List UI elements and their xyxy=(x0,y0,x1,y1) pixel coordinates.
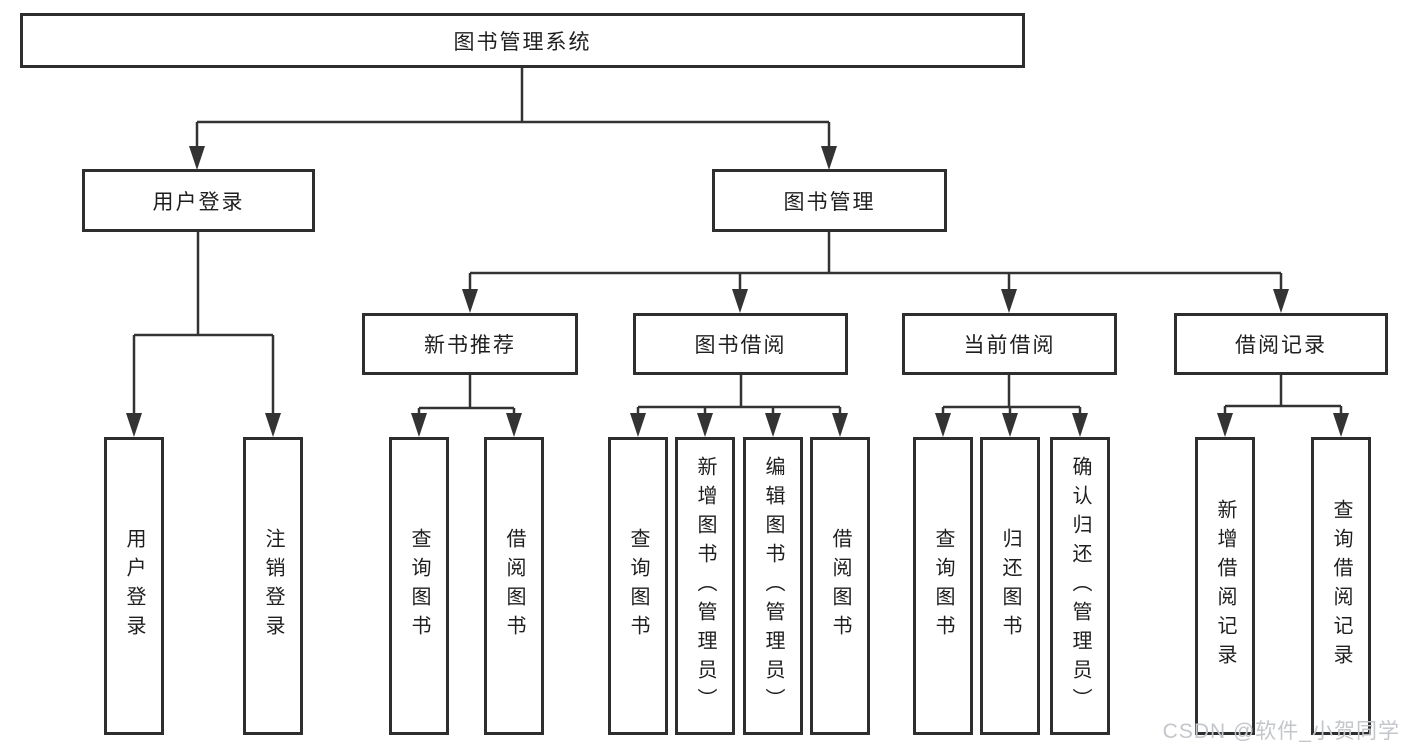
node-query-borrow-record: 查询借阅记录 xyxy=(1311,437,1371,735)
node-label: 借阅图书 xyxy=(829,528,851,644)
node-query-book-3: 查询图书 xyxy=(913,437,973,735)
node-confirm-return-admin: 确认归还（管理员） xyxy=(1050,437,1110,735)
node-edit-book-admin: 编辑图书（管理员） xyxy=(743,437,803,735)
node-label: 借阅图书 xyxy=(503,528,525,644)
node-label: 注销登录 xyxy=(262,528,284,644)
watermark-text: CSDN @软件_小贺同学 xyxy=(1162,720,1400,743)
node-label: 查询借阅记录 xyxy=(1330,499,1352,673)
node-label: 新增图书（管理员） xyxy=(694,455,716,717)
arrowheads xyxy=(126,146,1349,437)
node-book-borrowing: 图书借阅 xyxy=(633,313,848,375)
node-logout: 注销登录 xyxy=(243,437,303,735)
node-label: 确认归还（管理员） xyxy=(1069,455,1091,717)
node-label: 图书借阅 xyxy=(694,334,787,357)
node-label: 用户登录 xyxy=(123,528,145,644)
node-user-login-leaf: 用户登录 xyxy=(104,437,164,735)
node-query-book-2: 查询图书 xyxy=(608,437,668,735)
node-label: 当前借阅 xyxy=(963,334,1056,357)
node-library-system: 图书管理系统 xyxy=(20,13,1025,68)
node-book-management: 图书管理 xyxy=(712,169,947,232)
node-add-borrow-record: 新增借阅记录 xyxy=(1195,437,1255,735)
node-label: 借阅记录 xyxy=(1235,334,1327,357)
node-label: 图书管理系统 xyxy=(453,30,592,54)
node-label: 查询图书 xyxy=(932,528,954,644)
node-label: 归还图书 xyxy=(999,528,1021,644)
node-new-book-recommend: 新书推荐 xyxy=(362,313,578,375)
node-user-login: 用户登录 xyxy=(82,169,315,232)
node-query-book-1: 查询图书 xyxy=(389,437,449,735)
node-borrow-book-2: 借阅图书 xyxy=(810,437,870,735)
node-return-book: 归还图书 xyxy=(980,437,1040,735)
node-label: 查询图书 xyxy=(408,528,430,644)
node-label: 新书推荐 xyxy=(424,334,516,357)
node-borrow-book-1: 借阅图书 xyxy=(484,437,544,735)
node-label: 查询图书 xyxy=(627,528,649,644)
node-label: 编辑图书（管理员） xyxy=(762,455,784,717)
node-label: 新增借阅记录 xyxy=(1214,499,1236,673)
node-add-book-admin: 新增图书（管理员） xyxy=(675,437,735,735)
node-label: 图书管理 xyxy=(783,190,876,214)
node-current-borrowing: 当前借阅 xyxy=(902,313,1117,375)
node-label: 用户登录 xyxy=(152,190,245,214)
node-borrow-records: 借阅记录 xyxy=(1174,313,1388,375)
